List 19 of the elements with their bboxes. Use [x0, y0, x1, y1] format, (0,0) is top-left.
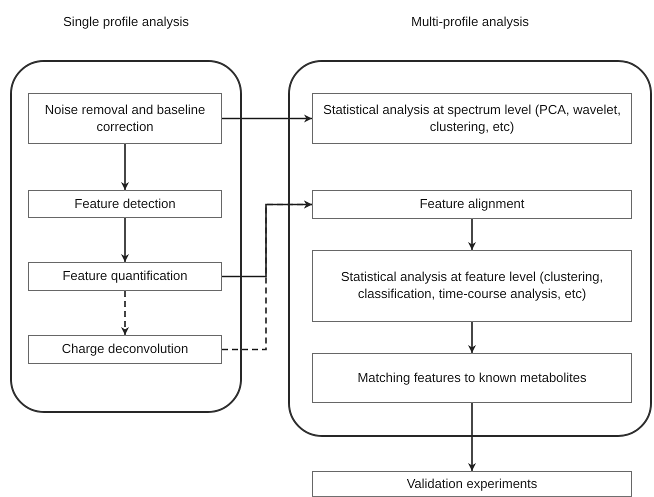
arrow	[121, 218, 129, 262]
process-box: Statistical analysis at feature level (clustering, classification, time-course analysis, etc)	[312, 250, 632, 322]
arrow	[222, 200, 312, 278]
process-box: Validation experiments	[312, 471, 632, 497]
process-box: Charge deconvolution	[28, 335, 222, 364]
arrow	[222, 114, 312, 122]
process-box: Noise removal and baseline correction	[28, 93, 222, 144]
arrow	[121, 291, 129, 335]
arrow	[121, 144, 129, 190]
process-box: Feature detection	[28, 190, 222, 218]
group-heading: Single profile analysis	[63, 14, 189, 29]
process-box: Statistical analysis at spectrum level (PCA, wavelet, clustering, etc)	[312, 93, 632, 144]
process-box: Matching features to known metabolites	[312, 353, 632, 403]
process-box: Feature quantification	[28, 262, 222, 291]
arrow	[468, 219, 476, 250]
group-heading: Multi-profile analysis	[411, 14, 529, 29]
arrow	[468, 403, 476, 471]
arrow	[468, 322, 476, 353]
process-box: Feature alignment	[312, 190, 632, 219]
